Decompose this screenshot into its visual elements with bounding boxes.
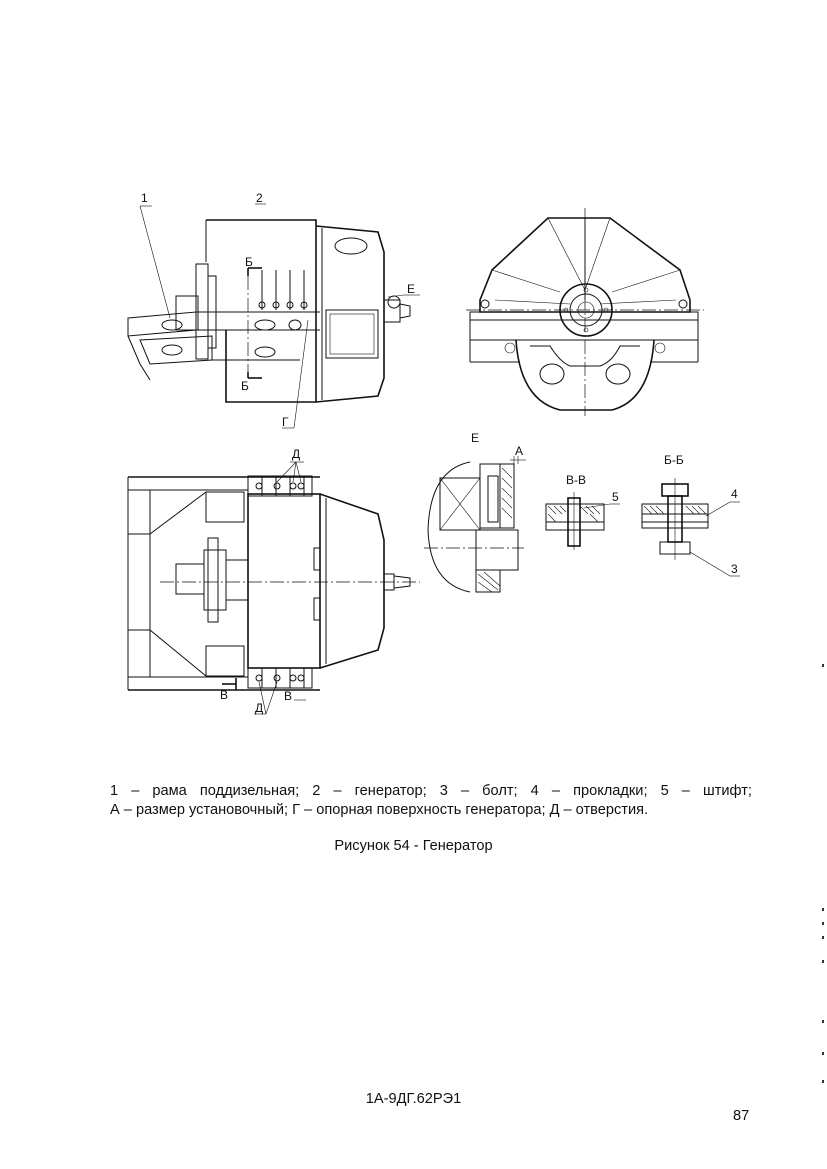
callout-2: 2 xyxy=(256,191,263,205)
callout-e-top: Е xyxy=(407,282,415,296)
callout-d-bottom: Д xyxy=(255,701,263,715)
plan-view xyxy=(127,461,420,715)
callout-g: Г xyxy=(282,415,289,429)
section-mark-v-right: В xyxy=(284,689,292,703)
section-mark-v-left: В xyxy=(220,688,228,702)
detail-e xyxy=(424,456,526,593)
legend-line-2: А – размер установочный; Г – опорная пов… xyxy=(110,802,649,818)
figure-caption: Рисунок 54 - Генератор xyxy=(334,838,493,854)
side-view xyxy=(127,203,420,429)
document-id: 1А-9ДГ.62РЭ1 xyxy=(365,1091,462,1107)
page-number: 87 xyxy=(733,1108,750,1124)
detail-e-title: Е xyxy=(471,431,479,445)
callout-d-top: Д xyxy=(292,447,300,461)
section-title-v-v: В-В xyxy=(566,473,586,487)
section-b-b xyxy=(641,478,740,577)
legend-line-1: 1 – рама поддизельная; 2 – генератор; 3 … xyxy=(110,783,752,799)
section-mark-b-top: Б xyxy=(245,255,253,269)
scan-edge-marks xyxy=(822,660,826,1100)
callout-5: 5 xyxy=(612,490,619,504)
callout-1: 1 xyxy=(141,191,148,205)
section-mark-b-bottom: Б xyxy=(241,379,249,393)
front-view xyxy=(466,208,704,416)
callout-4: 4 xyxy=(731,487,738,501)
generator-technical-drawing: 1 2 Б Б Г Е xyxy=(127,191,740,715)
callout-3: 3 xyxy=(731,562,738,576)
callout-a: А xyxy=(515,444,523,458)
figure-legend: 1 – рама поддизельная; 2 – генератор; 3 … xyxy=(110,782,752,820)
section-v-v xyxy=(545,492,620,550)
section-title-b-b: Б-Б xyxy=(664,453,684,467)
